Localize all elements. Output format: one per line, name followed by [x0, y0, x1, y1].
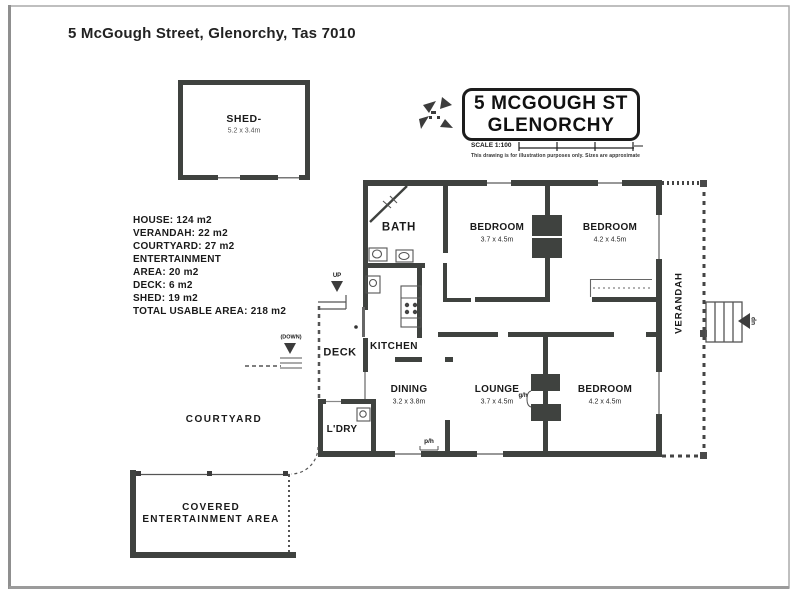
- shed-walls: [178, 80, 310, 180]
- area-line: DECK: 6 m2: [133, 280, 193, 291]
- fixtures: [356, 185, 532, 451]
- marker-verandah-up: up: [749, 317, 757, 325]
- area-line: ENTERTAINMENT: [133, 254, 222, 265]
- page-frame: [8, 5, 790, 589]
- house-walls: [318, 180, 662, 457]
- room-dims-shed: 5.2 x 3.4m: [227, 127, 261, 135]
- room-dims-bedroom-rear: 4.2 x 4.5m: [588, 398, 622, 406]
- room-label-bedroom-rear: BEDROOM: [577, 384, 633, 395]
- compass-icon: [419, 97, 453, 129]
- room-label-courtyard: COURTYARD: [185, 414, 263, 425]
- room-dims-dining: 3.2 x 3.8m: [392, 398, 426, 406]
- marker-ph: p/h: [424, 437, 434, 445]
- marker-deck-up: UP: [332, 273, 342, 279]
- interior-detail: [354, 278, 652, 399]
- room-label-bath: BATH: [381, 221, 417, 234]
- area-line: COURTYARD: 27 m2: [133, 241, 235, 252]
- room-label-bedroom-front-right: BEDROOM: [582, 222, 638, 233]
- room-label-kitchen: KITCHEN: [370, 341, 418, 352]
- verandah-steps: [705, 301, 750, 343]
- room-label-bedroom-front-left: BEDROOM: [469, 222, 525, 233]
- room-label-entertainment-line2: ENTERTAINMENT AREA: [142, 514, 280, 525]
- scale-label: SCALE 1:100: [471, 142, 512, 149]
- page-title: 5 McGough Street, Glenorchy, Tas 7010: [68, 25, 356, 42]
- area-total: TOTAL USABLE AREA: 218 m2: [133, 306, 287, 317]
- entertainment-area-walls: [130, 446, 319, 558]
- marker-gas-heater: g/h: [518, 393, 528, 399]
- room-dims-lounge: 3.7 x 4.5m: [480, 398, 514, 406]
- area-line: HOUSE: 124 m2: [133, 215, 212, 226]
- room-dims-bedroom-front-right: 4.2 x 4.5m: [593, 236, 627, 244]
- title-block-line1: 5 MCGOUGH ST: [474, 92, 628, 114]
- room-label-verandah: VERANDAH: [673, 272, 685, 334]
- verandah-boundary: [662, 180, 707, 459]
- area-line: SHED: 19 m2: [133, 293, 198, 304]
- title-block: 5 MCGOUGH ST GLENORCHY: [462, 88, 640, 141]
- area-line: VERANDAH: 22 m2: [133, 228, 228, 239]
- room-dims-bedroom-front-left: 3.7 x 4.5m: [480, 236, 514, 244]
- deck-boundary: [245, 281, 347, 398]
- room-label-dining: DINING: [390, 384, 428, 395]
- room-label-shed: SHED-: [226, 112, 262, 125]
- area-line: AREA: 20 m2: [133, 267, 199, 278]
- scale-bar-graphic: [518, 142, 643, 151]
- windows: [326, 180, 662, 457]
- marker-deck-down: (DOWN): [280, 334, 302, 341]
- room-label-deck: DECK: [323, 346, 357, 359]
- area-summary: HOUSE: 124 m2 VERANDAH: 22 m2 COURTYARD:…: [133, 214, 234, 305]
- scale-disclaimer: This drawing is for illustration purpose…: [471, 153, 641, 159]
- title-block-line2: GLENORCHY: [487, 114, 615, 136]
- room-label-lounge: LOUNGE: [474, 384, 520, 395]
- room-label-laundry: L'DRY: [326, 424, 358, 435]
- room-label-entertainment-line1: COVERED: [182, 502, 240, 513]
